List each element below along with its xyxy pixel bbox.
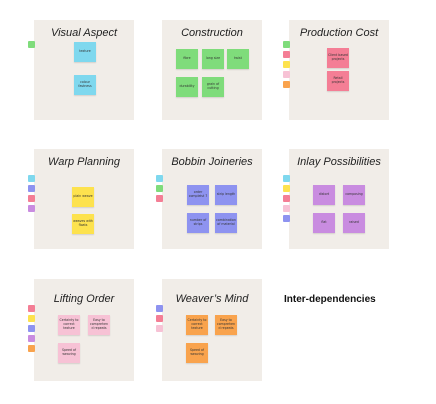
color-tab[interactable] (283, 175, 290, 182)
sticky-note[interactable]: distort (313, 185, 335, 205)
panel-title: Weaver’s Mind (175, 293, 249, 305)
sticky-note[interactable]: Client based projects (327, 48, 349, 68)
inter-dependencies-label: Inter-dependencies (284, 294, 376, 305)
color-tab[interactable] (283, 205, 290, 212)
color-tab[interactable] (28, 175, 35, 182)
sticky-note[interactable]: texture (74, 42, 96, 62)
color-tab[interactable] (28, 205, 35, 212)
sticky-note[interactable]: Easy to comprehend repeats (215, 315, 237, 335)
color-tab[interactable] (283, 195, 290, 202)
panel-title: Warp Planning (48, 156, 120, 168)
sticky-note[interactable]: weaves with floats (72, 214, 94, 234)
color-tab[interactable] (156, 175, 163, 182)
sticky-note[interactable]: raised (343, 213, 365, 233)
color-tab[interactable] (283, 215, 290, 222)
color-tab[interactable] (28, 185, 35, 192)
sticky-note[interactable]: combination of material (215, 213, 237, 233)
color-tab[interactable] (156, 325, 163, 332)
panel-title: Production Cost (299, 27, 379, 39)
panel-production-cost[interactable]: Production Cost Client based projects Re… (283, 20, 389, 120)
sticky-note[interactable]: fibre (176, 49, 198, 69)
panel-title: Inlay Possibilities (297, 156, 381, 168)
color-tab[interactable] (28, 41, 35, 48)
panel-visual-aspect[interactable]: Visual Aspect texture colour fastness (28, 20, 134, 120)
color-tab[interactable] (28, 345, 35, 352)
color-tab[interactable] (156, 195, 163, 202)
sticky-note[interactable]: durability (176, 77, 198, 97)
color-tab[interactable] (28, 195, 35, 202)
sticky-note[interactable]: strip length (215, 185, 237, 205)
panel-warp-planning[interactable]: Warp Planning plain weave weaves with fl… (28, 149, 134, 249)
panel-bobbin-joineries[interactable]: Bobbin Joineries order compleist 7 strip… (156, 149, 262, 249)
panel-title: Visual Aspect (50, 27, 118, 39)
color-tab[interactable] (283, 71, 290, 78)
color-tab[interactable] (156, 305, 163, 312)
sticky-note[interactable]: twist (227, 49, 249, 69)
panel-weavers-mind[interactable]: Weaver’s Mind Certainty to correct textu… (156, 279, 262, 381)
sticky-note[interactable]: flat (313, 213, 335, 233)
color-tab[interactable] (283, 41, 290, 48)
sticky-note[interactable]: Certainty to correct texture (58, 315, 80, 335)
sticky-note[interactable]: long size (202, 49, 224, 69)
color-tab[interactable] (283, 185, 290, 192)
color-tab[interactable] (283, 51, 290, 58)
sticky-note[interactable]: Speed of weaving (186, 343, 208, 363)
color-tab[interactable] (156, 315, 163, 322)
color-tab[interactable] (28, 315, 35, 322)
sticky-note[interactable]: composing (343, 185, 365, 205)
sticky-note[interactable]: Retail projects (327, 71, 349, 91)
panel-construction[interactable]: Construction fibre long size twist durab… (162, 20, 262, 120)
sticky-note[interactable]: colour fastness (74, 75, 96, 95)
color-tab[interactable] (28, 335, 35, 342)
sticky-note[interactable]: plain weave (72, 187, 94, 207)
sticky-note[interactable]: Easy to comprehend repeats (88, 315, 110, 335)
panel-title: Lifting Order (53, 293, 115, 305)
color-tab[interactable] (283, 81, 290, 88)
sticky-note[interactable]: number of strips (187, 213, 209, 233)
sticky-note[interactable]: grain of cutting (202, 77, 224, 97)
panel-lifting-order[interactable]: Lifting Order Certainty to correct textu… (28, 279, 134, 381)
color-tab[interactable] (156, 185, 163, 192)
panel-title: Bobbin Joineries (171, 156, 253, 168)
panel-inlay-possibilities[interactable]: Inlay Possibilities distort composing fl… (283, 149, 389, 249)
color-tab[interactable] (28, 305, 35, 312)
panel-title: Construction (181, 27, 243, 39)
color-tab[interactable] (283, 61, 290, 68)
color-tab[interactable] (28, 325, 35, 332)
sticky-note[interactable]: order compleist 7 (187, 185, 209, 205)
sticky-note[interactable]: Speed of weaving (58, 343, 80, 363)
sticky-note[interactable]: Certainty to correct texture (186, 315, 208, 335)
